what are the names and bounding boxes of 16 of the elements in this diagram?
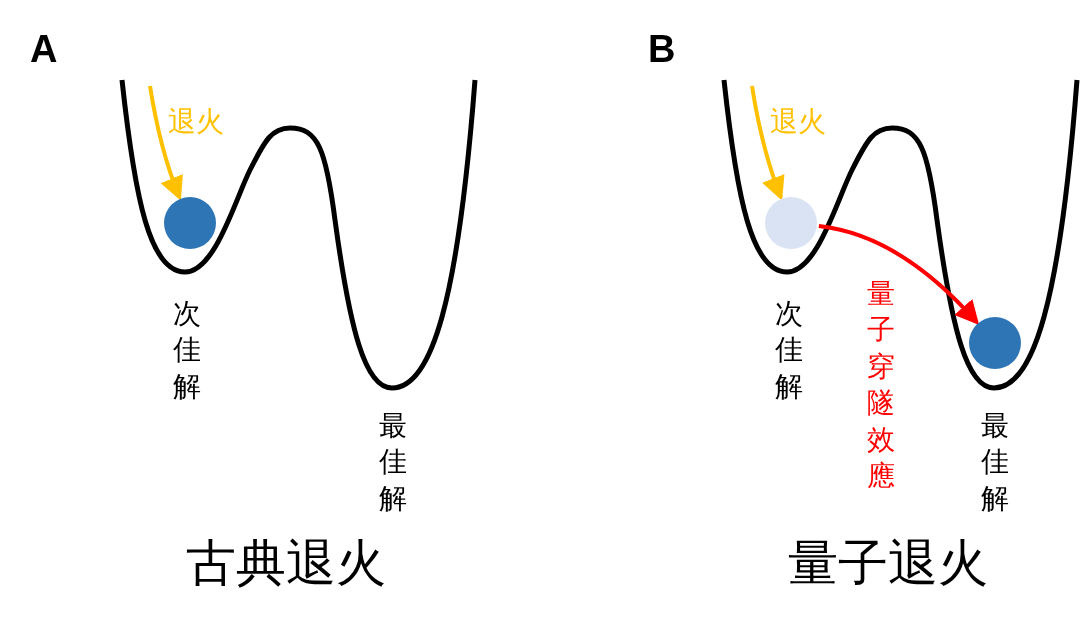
edge-label: 退火 bbox=[770, 108, 826, 136]
ball bbox=[969, 317, 1021, 369]
panel-title: 古典退火 bbox=[186, 538, 386, 588]
arrow bbox=[818, 224, 980, 325]
panel-title: 量子退火 bbox=[788, 538, 988, 588]
minimum-label: 次佳解 bbox=[774, 296, 804, 405]
ball bbox=[164, 197, 216, 249]
minimum-label: 最佳解 bbox=[378, 408, 408, 517]
panel-letter: B bbox=[648, 30, 676, 68]
minimum-label: 次佳解 bbox=[172, 296, 202, 405]
edge-label: 退火 bbox=[168, 108, 224, 136]
arrow bbox=[148, 85, 184, 201]
ball bbox=[765, 197, 817, 249]
arrow bbox=[750, 85, 785, 201]
minimum-label: 最佳解 bbox=[980, 408, 1010, 517]
panel-letter: A bbox=[30, 30, 58, 68]
